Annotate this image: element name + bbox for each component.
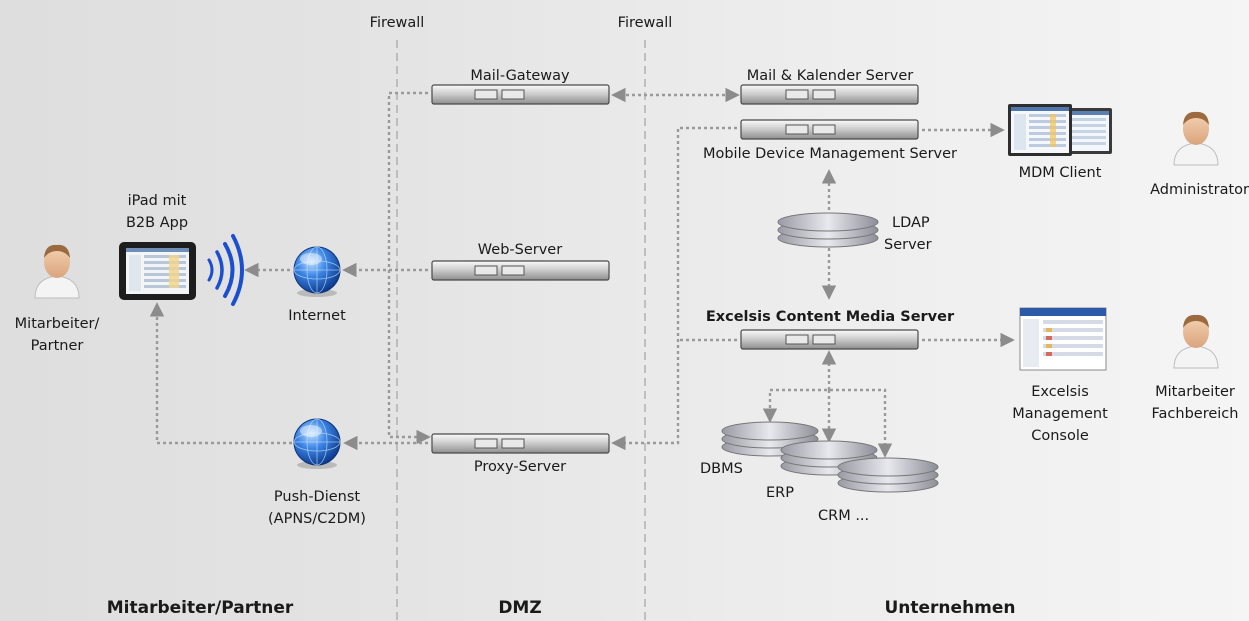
internet-globe-icon bbox=[293, 246, 341, 297]
firewall-label-right: Firewall bbox=[617, 15, 673, 31]
zone-label-left: Mitarbeiter/Partner bbox=[106, 598, 294, 618]
server-mail-calendar bbox=[740, 84, 919, 105]
dbms-label: DBMS bbox=[700, 461, 743, 477]
firewall-label-left: Firewall bbox=[369, 15, 425, 31]
connector-ecms-proxy bbox=[611, 126, 737, 451]
push-label-line-1: Push-Dienst bbox=[273, 489, 361, 505]
crm-label: CRM ... bbox=[818, 508, 870, 524]
ipad-icon bbox=[119, 242, 196, 300]
person-fachbereich-label: Mitarbeiter Fachbereich bbox=[1140, 381, 1249, 425]
ipad-label-line-1: iPad mit bbox=[127, 193, 187, 209]
server-proxy bbox=[431, 433, 610, 454]
push-label-line-2: (APNS/C2DM) bbox=[268, 511, 366, 527]
zone-label-right: Unternehmen bbox=[884, 598, 1016, 618]
excelsis-console-icon bbox=[1019, 307, 1107, 371]
server-mail-gateway bbox=[431, 84, 610, 105]
server-mdm bbox=[740, 119, 919, 140]
emc-label-line-3: Console bbox=[1031, 428, 1089, 444]
connector-mailgw-proxy bbox=[387, 91, 431, 445]
emc-label: Excelsis Management Console bbox=[1005, 381, 1115, 447]
person-admin-label: Administrator bbox=[1150, 182, 1249, 198]
ipad-label-line-2: B2B App bbox=[125, 215, 189, 231]
mail-gateway-label: Mail-Gateway bbox=[470, 68, 570, 84]
ipad-label: iPad mit B2B App bbox=[112, 190, 202, 234]
person-partner-label: Mitarbeiter/ Partner bbox=[2, 313, 112, 357]
connectors bbox=[149, 87, 1015, 458]
mdm-client-label: MDM Client bbox=[1018, 165, 1102, 181]
proxy-server-label: Proxy-Server bbox=[473, 459, 567, 475]
person-fachbereich-label-line-1: Mitarbeiter bbox=[1155, 384, 1235, 400]
ecms-label: Excelsis Content Media Server bbox=[705, 309, 955, 325]
mail-calendar-label: Mail & Kalender Server bbox=[746, 68, 914, 84]
emc-label-line-2: Management bbox=[1012, 406, 1108, 422]
person-partner-icon bbox=[34, 244, 80, 299]
ldap-label-line-2: Server bbox=[884, 237, 932, 253]
person-admin-icon bbox=[1173, 111, 1219, 166]
emc-label-line-1: Excelsis bbox=[1031, 384, 1089, 400]
person-fachbereich-icon bbox=[1173, 314, 1219, 369]
person-partner-label-line-1: Mitarbeiter/ bbox=[14, 316, 100, 332]
person-partner-label-line-2: Partner bbox=[30, 338, 84, 354]
ldap-label-line-1: LDAP bbox=[892, 215, 930, 231]
push-globe-icon bbox=[293, 418, 341, 469]
connector-db-tree bbox=[762, 388, 893, 458]
connector-push-ipad bbox=[149, 302, 292, 445]
internet-label: Internet bbox=[288, 308, 346, 324]
person-fachbereich-label-line-2: Fachbereich bbox=[1151, 406, 1239, 422]
erp-label: ERP bbox=[766, 485, 794, 501]
crm-database-icon bbox=[837, 457, 939, 493]
server-ecms bbox=[740, 329, 919, 350]
ldap-label: LDAP Server bbox=[884, 212, 954, 256]
web-server-label: Web-Server bbox=[477, 242, 563, 258]
mdm-server-label: Mobile Device Management Server bbox=[702, 146, 958, 162]
wifi-icon bbox=[207, 234, 244, 306]
mdm-client-screens-icon bbox=[1008, 104, 1112, 156]
push-label: Push-Dienst (APNS/C2DM) bbox=[247, 486, 387, 530]
ldap-database-icon bbox=[777, 212, 879, 248]
zone-label-middle: DMZ bbox=[498, 598, 542, 618]
server-web bbox=[431, 260, 610, 281]
